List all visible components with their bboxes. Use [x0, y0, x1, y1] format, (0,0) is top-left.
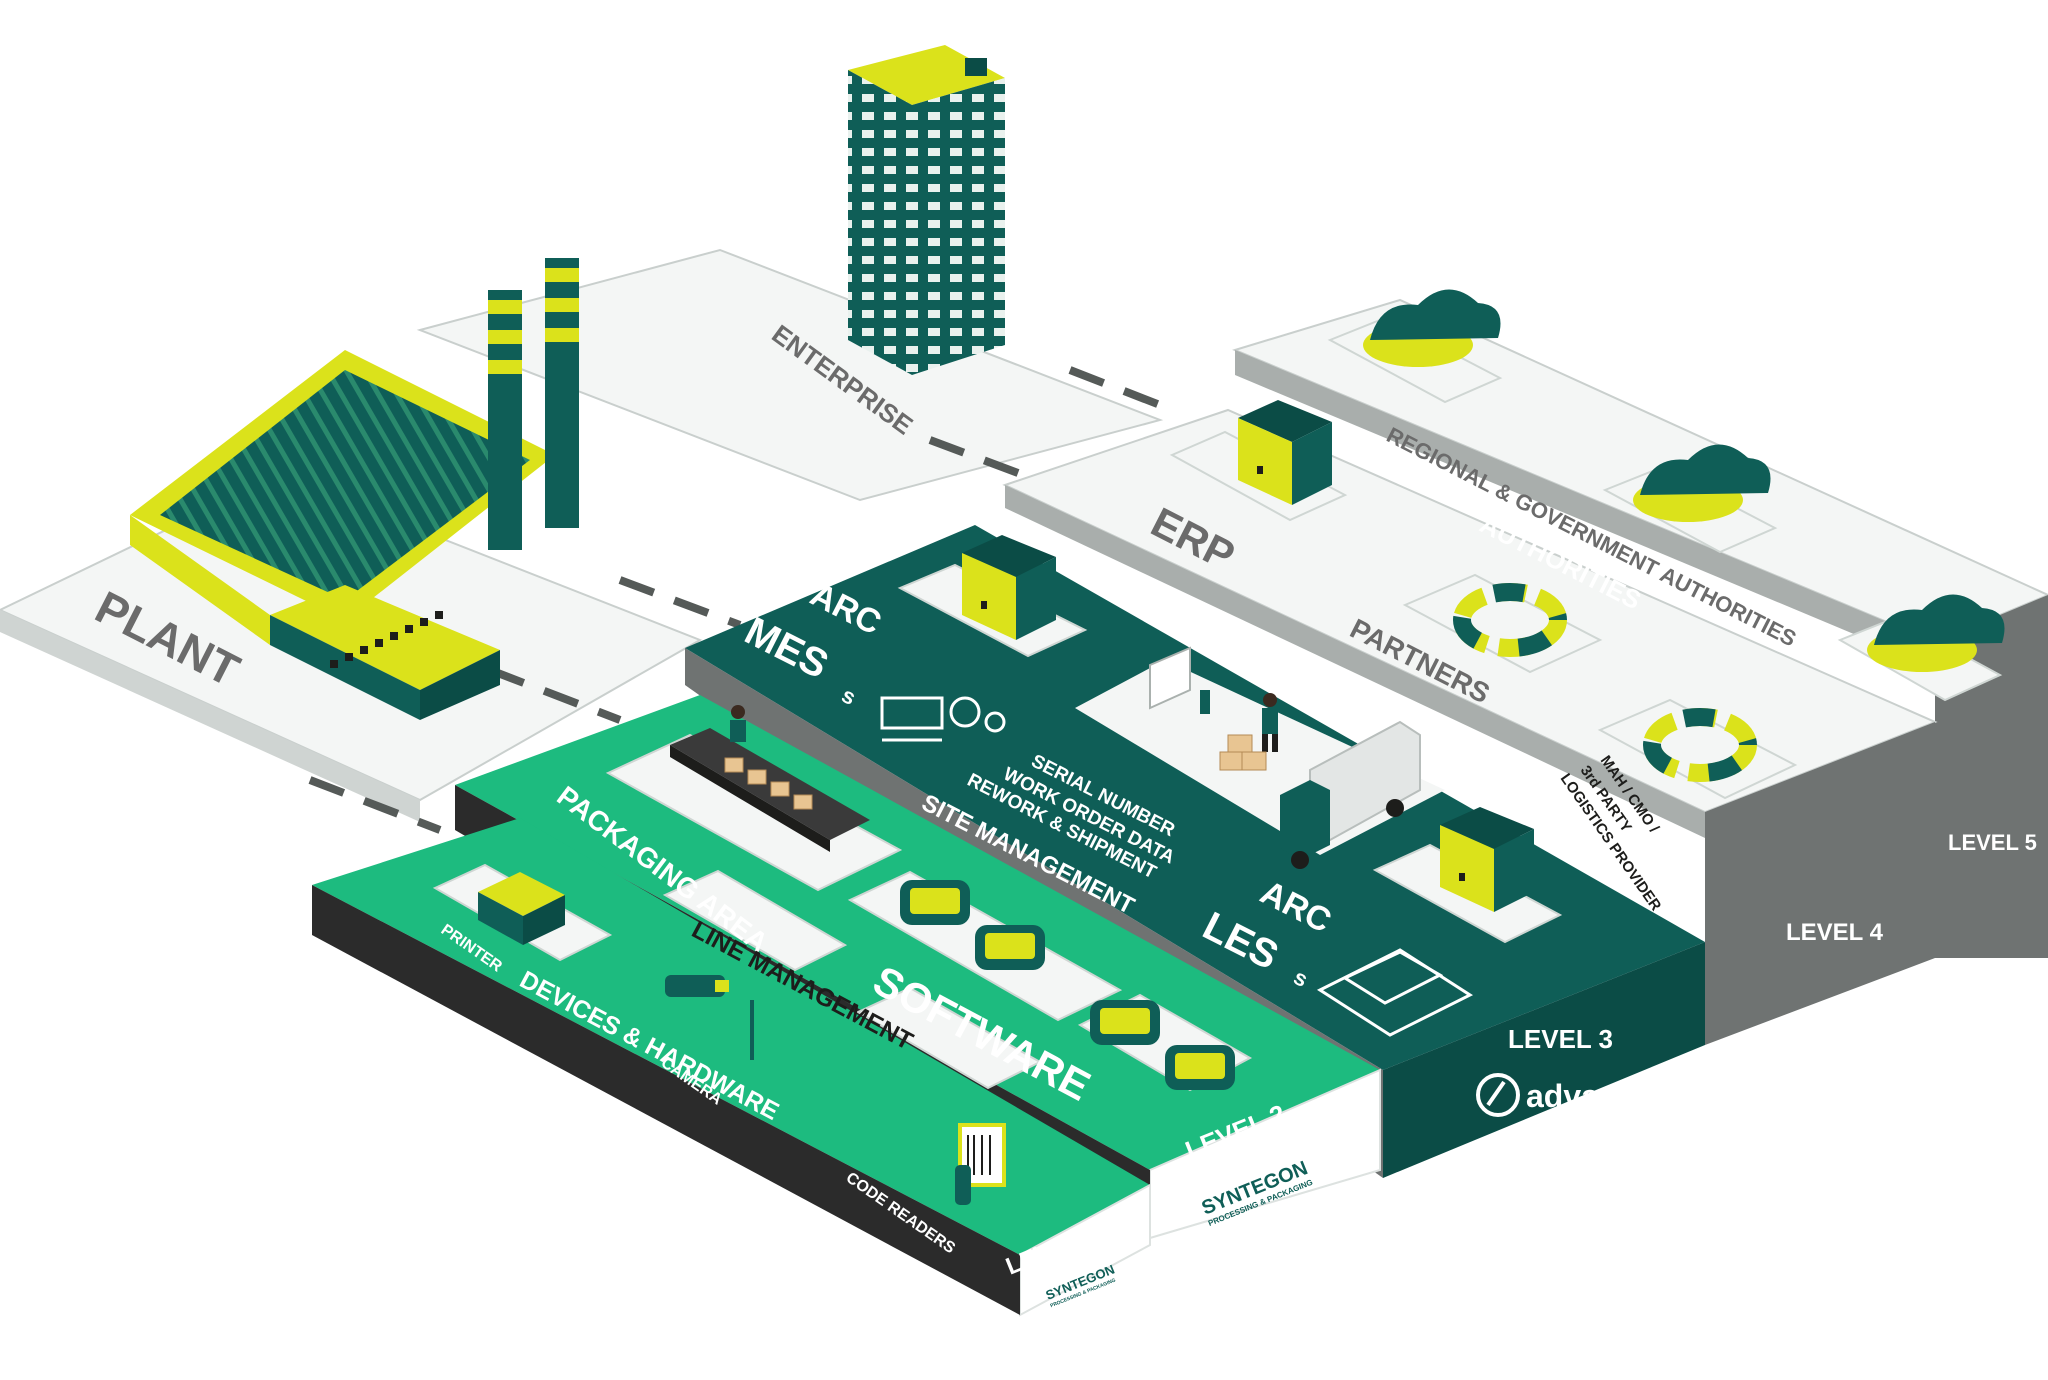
server-icon	[1440, 807, 1534, 912]
level3-label: LEVEL 3	[1508, 1024, 1613, 1054]
chip-icon	[900, 880, 970, 925]
worker-icon	[1262, 693, 1278, 752]
chip-icon	[1090, 1000, 1160, 1045]
advanco-logo: advanco	[1476, 1073, 1656, 1117]
advanco-wordmark: advanco	[1526, 1078, 1656, 1114]
enterprise-platform	[416, 248, 1164, 502]
cloud-icon	[1867, 594, 2005, 672]
server-icon	[1238, 400, 1332, 505]
partner-ring-icon	[1453, 583, 1567, 657]
partner-ring-icon	[1643, 708, 1757, 782]
factory-icon	[130, 258, 579, 720]
tower-icon	[848, 45, 1005, 375]
printer-icon	[478, 872, 565, 945]
conveyor-icon	[670, 728, 870, 852]
camera-icon	[665, 975, 754, 1060]
cloud-icon	[1363, 289, 1501, 367]
level4-label: LEVEL 4	[1786, 919, 1884, 946]
cloud-icon	[1633, 444, 1771, 522]
pallet-icon	[1316, 948, 1474, 1037]
operator-icon	[730, 705, 746, 742]
truck-icon	[1280, 720, 1421, 869]
box-stack-icon	[1219, 734, 1267, 771]
server-icon	[962, 535, 1056, 640]
chip-icon	[975, 925, 1045, 970]
code-reader-icon	[955, 1123, 1006, 1205]
mes-gear-icon	[880, 696, 1006, 742]
dashed-connectors	[308, 366, 1162, 834]
chip-icon	[1165, 1045, 1235, 1090]
scanner-icon	[1149, 646, 1210, 714]
level5-label: LEVEL 5	[1948, 830, 2037, 855]
